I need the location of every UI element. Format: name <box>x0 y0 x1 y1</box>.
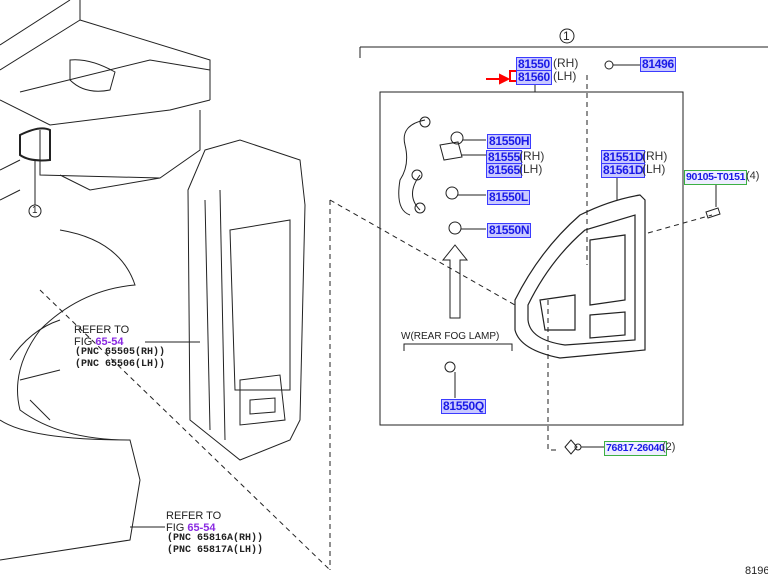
suffix-rh: (RH) <box>553 56 579 70</box>
pnc-line: (PNC 65505(RH)) <box>75 347 166 358</box>
fender-illustration <box>0 229 200 561</box>
fig-link[interactable]: 65-54 <box>187 522 216 534</box>
suffix-rh: (RH) <box>642 149 668 163</box>
suffix-rh: (RH) <box>519 149 545 163</box>
fig-link[interactable]: 65-54 <box>95 336 124 348</box>
pnc-line: (PNC 65506(LH)) <box>75 359 166 370</box>
part-81550l[interactable]: 81550L <box>487 190 530 205</box>
refer-text: REFER TO <box>166 510 222 522</box>
fig-prefix: FIG <box>74 336 96 348</box>
callout-number: 1 <box>563 29 570 43</box>
part-81550n[interactable]: 81550N <box>487 223 532 238</box>
refer-text: REFER TO <box>74 324 130 336</box>
clip-icon <box>604 60 614 70</box>
nut-icon <box>564 439 604 455</box>
leader-lines <box>39 75 713 571</box>
refer-note-1: REFER TO FIG 65-54 <box>74 324 129 348</box>
screw-icon <box>705 182 721 219</box>
suffix-lh: (LH) <box>642 162 666 176</box>
up-arrow-icon <box>441 244 469 319</box>
part-81496[interactable]: 81496 <box>640 57 676 72</box>
wiring-harness <box>398 116 486 235</box>
assembly-box <box>379 91 684 426</box>
fog-lamp-label: W(REAR FOG LAMP) <box>401 331 500 342</box>
part-81550h[interactable]: 81550H <box>487 134 532 149</box>
callout-number-small: 1 <box>32 205 38 216</box>
part-81561d[interactable]: 81561D <box>601 163 646 178</box>
part-81565[interactable]: 81565 <box>486 163 522 178</box>
refer-note-2: REFER TO FIG 65-54 <box>166 510 221 534</box>
tail-lamp-illustration <box>514 194 646 359</box>
part-81560[interactable]: 81560 <box>516 70 552 85</box>
part-81551d[interactable]: 81551D <box>601 150 646 165</box>
callout-bracket <box>359 28 768 58</box>
part-76817-26040[interactable]: 76817-26040 <box>604 441 667 456</box>
part-81550[interactable]: 81550 <box>516 57 552 72</box>
fig-prefix: FIG <box>166 522 188 534</box>
fog-lamp-bracket <box>403 343 513 351</box>
screw-qty: (4) <box>746 170 760 182</box>
truck-rear-illustration <box>0 0 211 218</box>
suffix-lh: (LH) <box>519 162 543 176</box>
part-90105-t0151[interactable]: 90105-T0151 <box>684 170 748 185</box>
diagram-id: 8196 <box>745 565 768 577</box>
part-81550q[interactable]: 81550Q <box>441 399 486 414</box>
pnc-line: (PNC 65817A(LH)) <box>167 545 264 556</box>
suffix-lh: (LH) <box>553 69 577 83</box>
nut-qty: (2) <box>662 441 676 453</box>
pnc-line: (PNC 65816A(RH)) <box>167 533 264 544</box>
body-pillar-illustration <box>187 139 306 461</box>
